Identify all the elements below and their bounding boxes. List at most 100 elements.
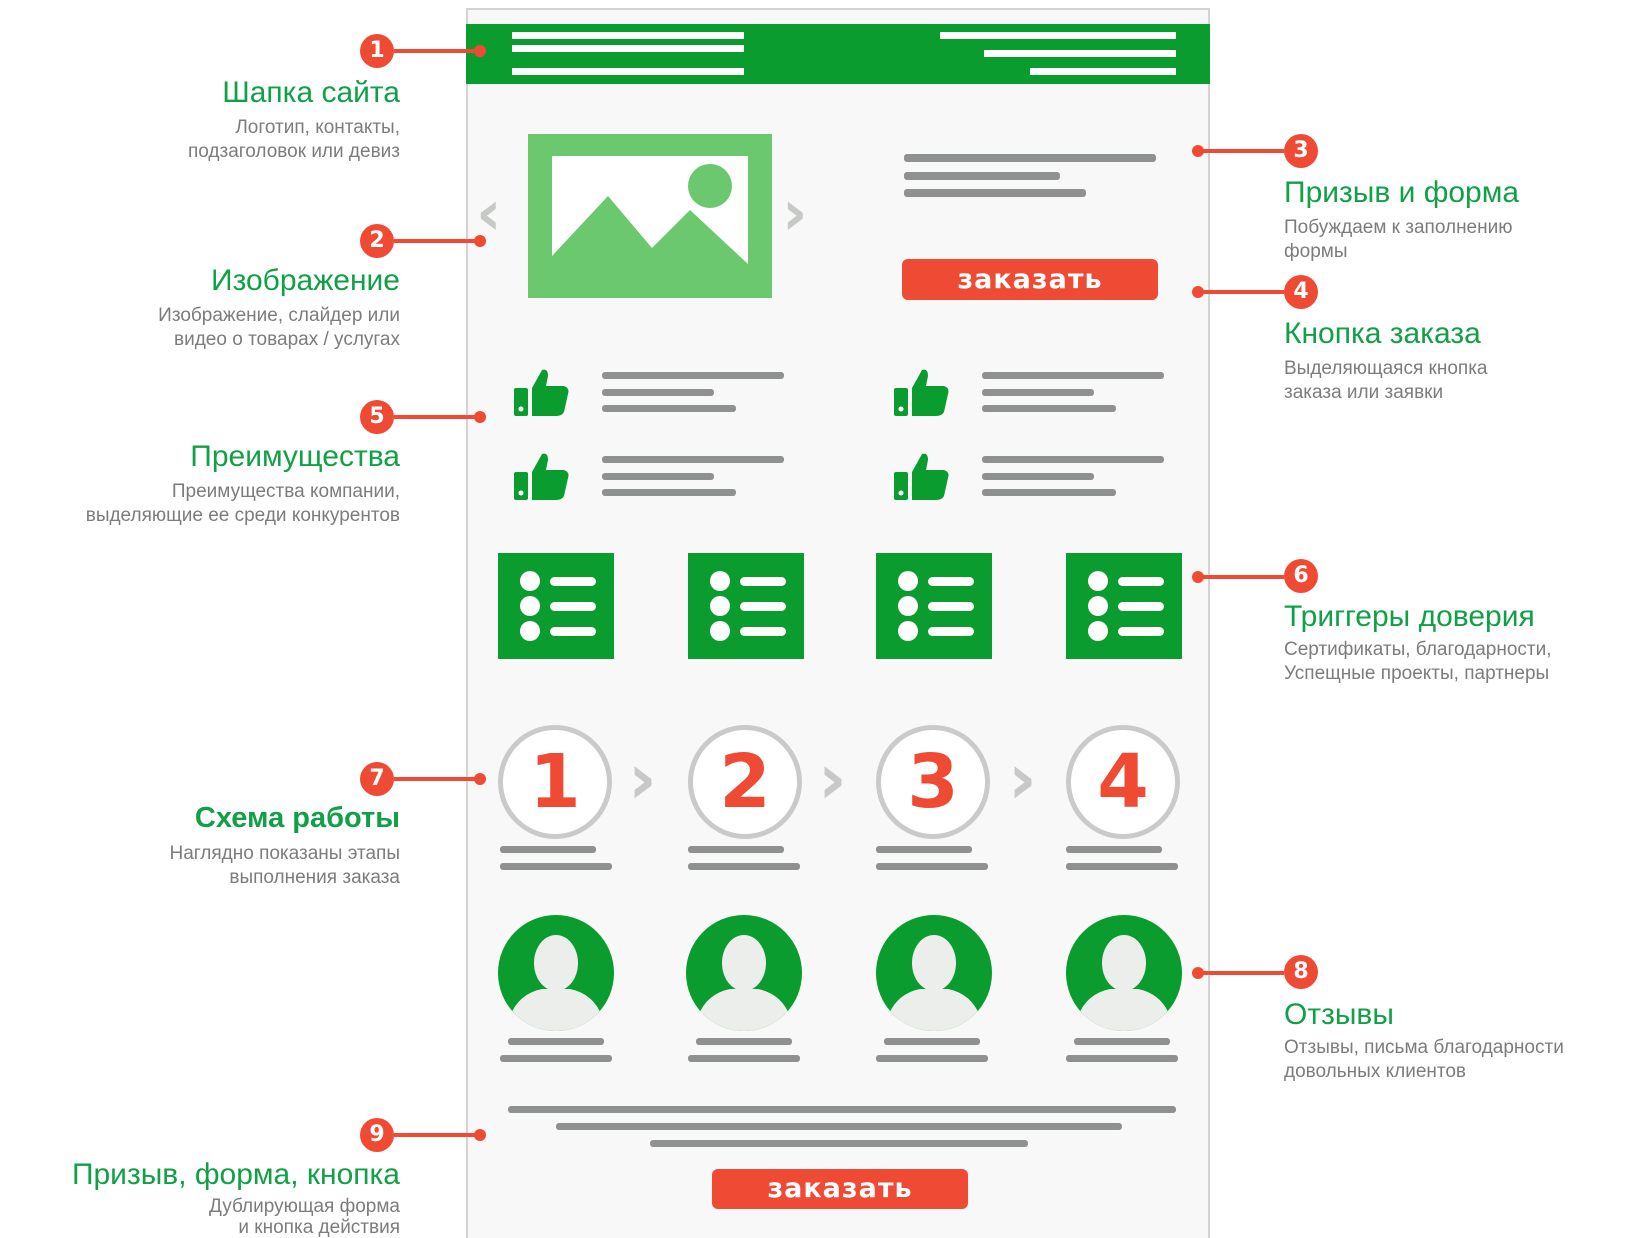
text-line [602,489,736,496]
callout-number-2: 2 [360,224,394,258]
slider-next-icon[interactable]: › [782,176,808,249]
text-line [688,863,800,870]
thumbs-up-icon [894,369,949,416]
callout-line [1198,575,1284,579]
step-circle: 3 [876,725,990,839]
callout-title: Схема работы [194,802,400,834]
callout-number-8: 8 [1284,955,1318,989]
callout-desc: Сертификаты, благодарности,Успещные прое… [1284,639,1552,684]
user-avatar-icon [876,915,992,1031]
user-avatar-icon [686,915,802,1031]
callout-line [1198,290,1284,294]
callout-number-5: 5 [360,400,394,434]
text-line [876,1055,988,1062]
user-avatar-icon [1066,915,1182,1031]
callout-line [1198,971,1284,975]
trust-tile-list-icon [1066,553,1182,659]
text-line [602,372,784,379]
step-circle: 1 [498,725,612,839]
text-line [1066,863,1178,870]
text-line [508,1106,1176,1113]
header-line [512,32,744,39]
callout-desc: Логотип, контакты,подзаголовок или девиз [187,117,400,162]
callout-dot [474,45,486,57]
text-line [1074,1038,1170,1045]
header-line [512,45,744,52]
callout-number-6: 6 [1284,559,1318,593]
user-avatar-icon [498,915,614,1031]
text-line [982,389,1094,396]
callout-title: Триггеры доверия [1284,600,1535,633]
text-line [602,473,714,480]
header-line [1030,68,1176,75]
text-line [650,1140,1028,1147]
text-line [982,405,1116,412]
chevron-right-icon: › [1008,738,1037,820]
callout-title: Кнопка заказа [1284,317,1481,350]
callout-number-4: 4 [1284,275,1318,309]
image-placeholder [528,134,772,298]
text-line [1066,1055,1178,1062]
callout-title: Отзывы [1284,998,1394,1031]
text-line [876,863,988,870]
text-line [688,846,784,853]
text-line [982,473,1094,480]
order-button[interactable]: заказать [902,259,1158,300]
site-header-block [466,24,1210,84]
text-line [904,172,1060,180]
callout-line [1198,149,1284,153]
chevron-right-icon: › [628,738,657,820]
header-line [512,68,744,75]
text-line [602,456,784,463]
thumbs-up-icon [514,369,569,416]
callout-title: Изображение [211,264,400,297]
chevron-right-icon: › [818,738,847,820]
callout-line [394,239,478,243]
text-line [904,189,1086,197]
trust-tile-list-icon [688,553,804,659]
text-line [982,489,1116,496]
callout-title: Шапка сайта [222,76,400,109]
text-line [1066,846,1162,853]
text-line [556,1123,1122,1130]
callout-line [394,777,478,781]
text-line [508,1038,604,1045]
callout-title: Призыв и форма [1284,176,1520,209]
text-line [904,154,1156,162]
bottom-order-button[interactable]: заказать [712,1169,968,1209]
callout-line [394,415,478,419]
callout-line [394,1133,478,1137]
thumbs-up-icon [894,453,949,500]
step-circle: 4 [1066,725,1180,839]
text-line [982,456,1164,463]
text-line [884,1038,980,1045]
callout-dot [474,1129,486,1141]
text-line [602,405,736,412]
step-circle: 2 [688,725,802,839]
picture-icon [552,156,748,276]
callout-number-3: 3 [1284,134,1318,168]
callout-number-9: 9 [360,1118,394,1152]
text-line [500,863,612,870]
text-line [982,372,1164,379]
callout-dot [474,235,486,247]
callout-line [394,49,478,53]
callout-number-7: 7 [360,762,394,796]
callout-dot [474,411,486,423]
header-line [984,50,1176,57]
callout-dot [474,773,486,785]
trust-tile-list-icon [876,553,992,659]
callout-title: Преимущества [190,440,400,473]
trust-tile-list-icon [498,553,614,659]
thumbs-up-icon [514,453,569,500]
text-line [876,846,972,853]
text-line [602,389,714,396]
text-line [500,846,596,853]
callout-desc: Преимущества компании,выделяющие ее сред… [85,481,400,526]
